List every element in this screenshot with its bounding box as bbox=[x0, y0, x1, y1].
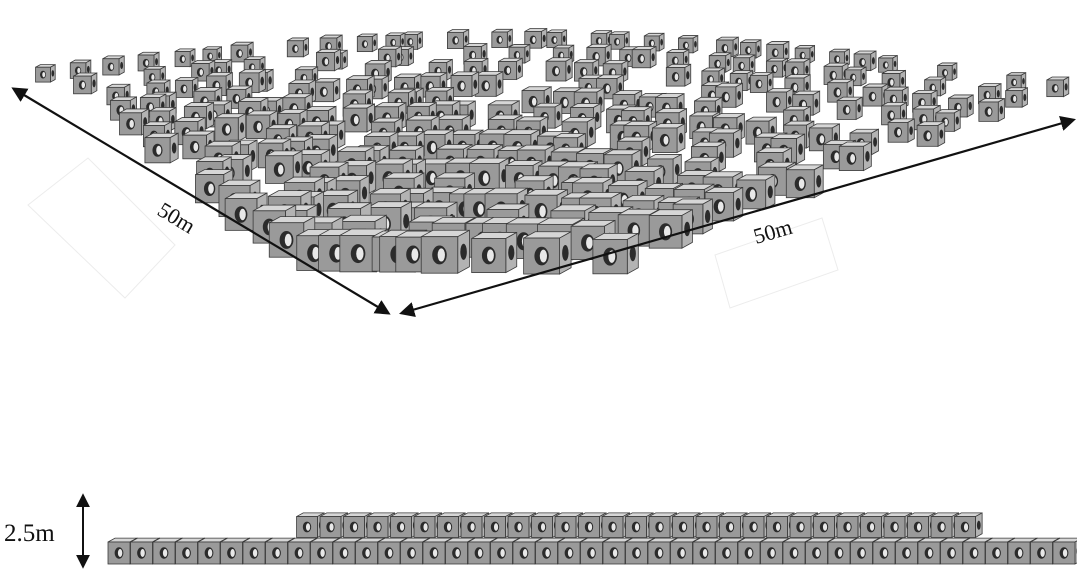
reef-cube bbox=[879, 56, 898, 73]
reef-cube bbox=[750, 72, 773, 92]
reef-cube bbox=[316, 49, 340, 70]
reef-cube bbox=[343, 104, 374, 132]
reef-cube bbox=[546, 58, 572, 81]
reef-cube bbox=[314, 79, 340, 102]
reef-cube bbox=[593, 233, 638, 273]
reef-cube bbox=[1047, 77, 1069, 97]
reef-cube bbox=[472, 232, 517, 272]
reef-cube bbox=[652, 124, 684, 153]
reef-cube bbox=[36, 65, 56, 82]
reef-cube bbox=[74, 73, 97, 94]
reef-cube bbox=[1053, 538, 1077, 564]
reef-cube bbox=[492, 29, 512, 47]
reef-cube bbox=[649, 210, 692, 248]
reef-cube bbox=[837, 97, 862, 119]
reef-cube bbox=[421, 230, 469, 273]
reef-cube bbox=[357, 34, 377, 52]
reef-cube bbox=[1006, 88, 1028, 107]
width-label-left: 50m bbox=[153, 197, 199, 239]
reef-cube bbox=[666, 64, 690, 86]
reef-cube bbox=[979, 99, 1005, 122]
reef-cube bbox=[1007, 73, 1026, 90]
reef-cube bbox=[524, 232, 571, 274]
reef-cube bbox=[215, 114, 246, 142]
reef-cube bbox=[451, 72, 479, 97]
height-label: 2.5m bbox=[4, 520, 55, 547]
width-label-right: 50m bbox=[750, 214, 795, 249]
reef-cube bbox=[888, 119, 914, 142]
side-view-cube-row bbox=[108, 513, 1077, 564]
perspective-cube-field bbox=[36, 29, 1069, 275]
reef-cube bbox=[839, 142, 871, 171]
reef-cube bbox=[103, 56, 124, 75]
reef-cube bbox=[145, 133, 178, 163]
reef-cube bbox=[475, 72, 503, 97]
reef-cube bbox=[955, 513, 983, 538]
reef-cube bbox=[917, 122, 945, 147]
reef-cube bbox=[287, 38, 308, 57]
reef-cube bbox=[632, 47, 656, 68]
